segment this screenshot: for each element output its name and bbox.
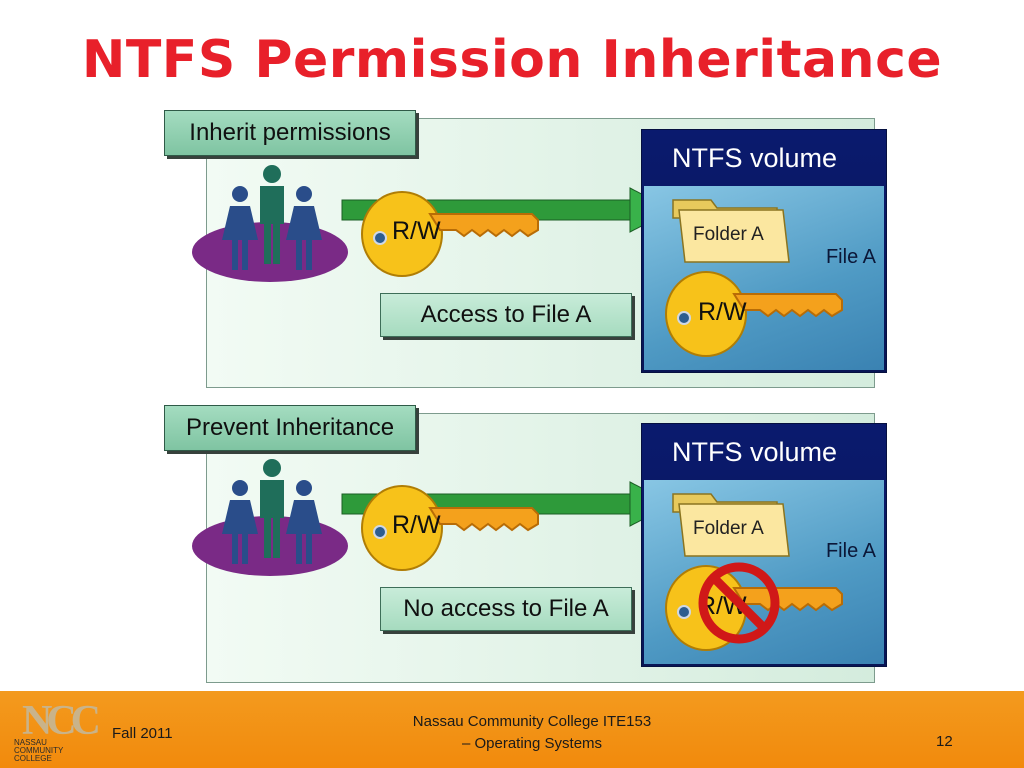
file-label: File A	[825, 246, 876, 268]
folder-icon	[672, 199, 790, 263]
key-icon	[665, 271, 843, 357]
key-label: R/W	[392, 217, 441, 245]
file-label: File A	[825, 540, 876, 562]
users-group-icon	[192, 459, 348, 576]
access-status-text: No access to File A	[380, 587, 632, 631]
page-number: 12	[936, 733, 953, 750]
prohibited-icon	[698, 562, 780, 644]
key-icon	[361, 191, 539, 277]
college-logo: NCC NASSAU COMMUNITY COLLEGE	[14, 698, 101, 763]
users-group-icon	[192, 165, 348, 282]
footer-course: Nassau Community College ITE153 – Operat…	[362, 711, 702, 755]
key-label: R/W	[392, 511, 441, 539]
key-icon	[361, 485, 539, 571]
scenario-label-prevent: Prevent Inheritance	[164, 405, 416, 451]
folder-icon	[672, 493, 790, 557]
file-key-label: R/W	[698, 298, 747, 326]
footer-term: Fall 2011	[112, 725, 173, 742]
ntfs-volume-title: NTFS volume	[672, 437, 838, 467]
folder-label: Folder A	[693, 518, 764, 539]
access-status-text: Access to File A	[380, 293, 632, 337]
footer-course-line2: – Operating Systems	[461, 735, 603, 752]
scenario-label-inherit: Inherit permissions	[164, 110, 416, 156]
ntfs-volume-title: NTFS volume	[672, 143, 838, 173]
footer-bar: NCC NASSAU COMMUNITY COLLEGE Fall 2011 N…	[0, 691, 1024, 768]
logo-text: NASSAU COMMUNITY COLLEGE	[14, 738, 64, 763]
folder-label: Folder A	[693, 224, 764, 245]
logo-mark: NCC	[22, 698, 101, 744]
slide-title: NTFS Permission Inheritance	[81, 30, 943, 90]
footer-course-line1: Nassau Community College ITE153	[412, 713, 652, 730]
